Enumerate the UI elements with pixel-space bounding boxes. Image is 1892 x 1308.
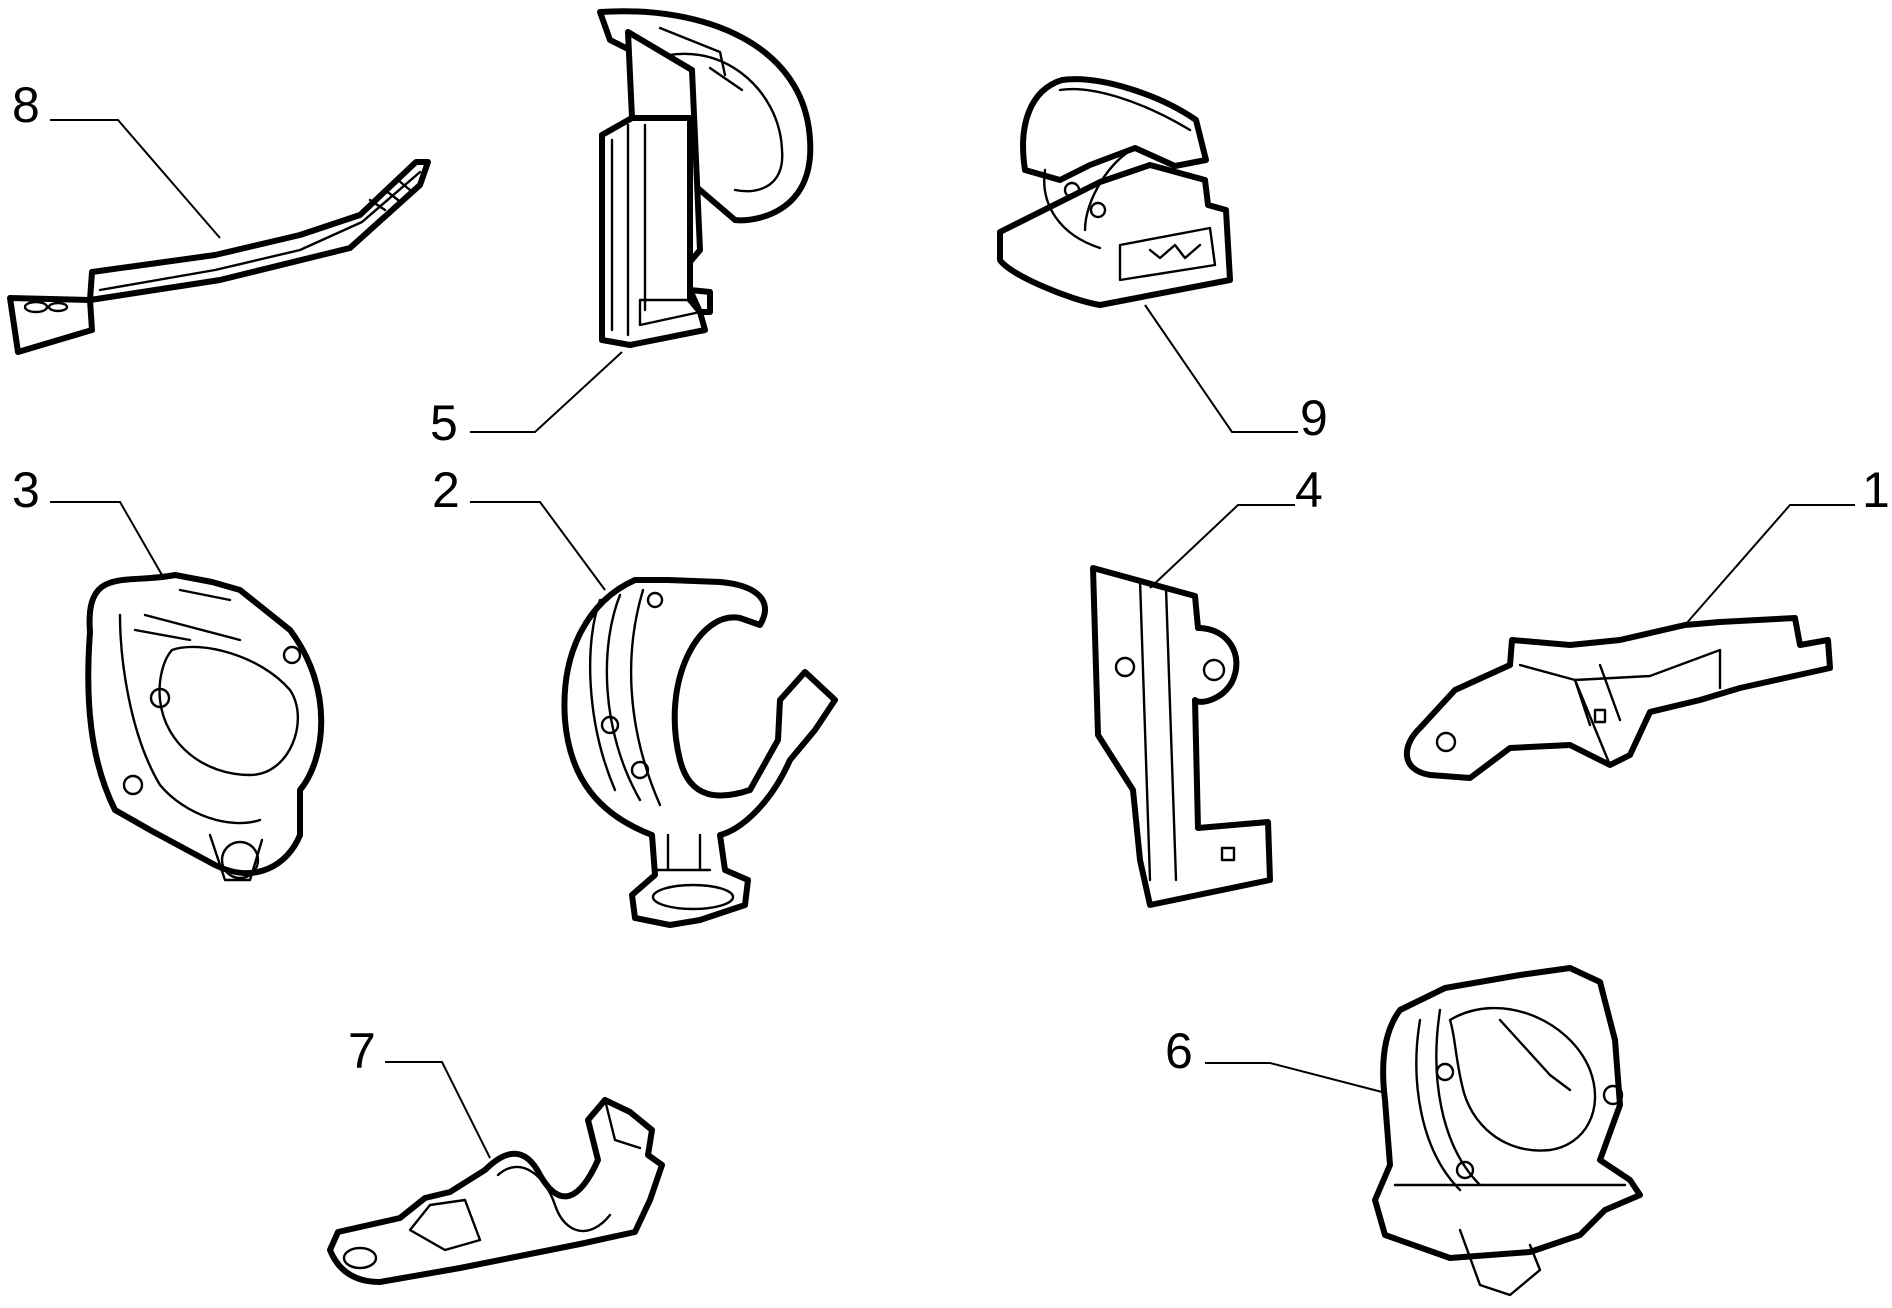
callout-label-5: 5 [430,395,458,451]
callout-2: 2 [432,462,606,591]
part-5-p-clip[interactable] [597,8,814,348]
callout-9: 9 [1144,304,1328,446]
callout-5: 5 [430,351,623,451]
part-8-cable-tie[interactable] [7,159,431,355]
part-7-saddle-bracket[interactable] [327,1097,665,1285]
part-3-clamp[interactable] [85,572,325,882]
part-6-clamp-with-base[interactable] [1372,965,1643,1297]
callout-6: 6 [1165,1023,1383,1093]
callout-label-1: 1 [1862,462,1890,518]
callout-4: 4 [1149,462,1323,589]
part-1-strip-bracket[interactable] [1403,615,1833,781]
callout-label-8: 8 [12,77,40,133]
callout-label-4: 4 [1295,462,1323,518]
callout-1: 1 [1684,462,1890,626]
callout-label-2: 2 [432,462,460,518]
callout-label-3: 3 [12,462,40,518]
callout-3: 3 [12,462,163,576]
callout-7: 7 [348,1023,491,1159]
part-9-clip[interactable] [997,76,1233,308]
part-2-open-clamp[interactable] [561,577,838,928]
part-4-bracket[interactable] [1090,565,1273,908]
callout-label-7: 7 [348,1023,376,1079]
callout-label-9: 9 [1300,390,1328,446]
callout-8: 8 [12,77,221,239]
callout-label-6: 6 [1165,1023,1193,1079]
